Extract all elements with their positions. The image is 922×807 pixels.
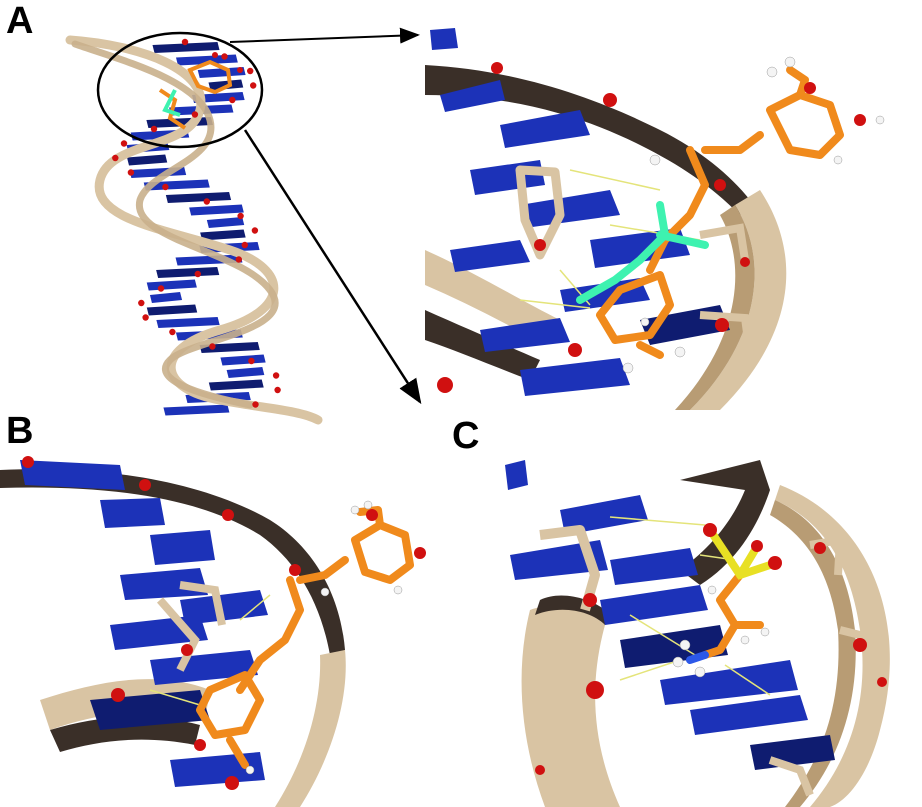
zoom-arrow-top bbox=[229, 27, 420, 44]
helix-oxygen-atom bbox=[235, 256, 242, 263]
helix-base-slab bbox=[208, 379, 264, 391]
helix-oxygen-atom bbox=[272, 372, 280, 379]
helix-base-slab bbox=[220, 354, 266, 366]
helix-base-slab bbox=[152, 42, 220, 53]
helix-base-slab bbox=[206, 217, 245, 228]
helix-oxygen-atom bbox=[209, 343, 216, 350]
helix-oxygen-atom bbox=[248, 357, 255, 365]
helix-oxygen-atom bbox=[127, 169, 135, 176]
helix-bound-ligand bbox=[158, 52, 243, 130]
helix-oxygen-atom bbox=[142, 314, 149, 321]
helix-oxygen-atom bbox=[274, 386, 281, 394]
helix-oxygen-atom bbox=[194, 270, 201, 278]
helix-oxygen-atom bbox=[138, 299, 145, 307]
helix-oxygen-atom bbox=[150, 125, 158, 133]
helix-oxygen-atom bbox=[169, 328, 176, 336]
panel-b-binding-view bbox=[0, 456, 426, 807]
helix-oxygen-atom bbox=[157, 285, 165, 292]
helix-oxygen-atom bbox=[229, 96, 236, 104]
helix-oxygen-atom bbox=[252, 401, 259, 408]
helix-oxygen-atom bbox=[181, 38, 189, 46]
helix-base-slab bbox=[197, 67, 246, 78]
helix-base-slab bbox=[163, 404, 230, 416]
helix-oxygen-atom bbox=[251, 227, 259, 234]
helix-base-slab bbox=[143, 179, 210, 191]
panel-c-binding-view bbox=[505, 460, 890, 807]
helix-oxygen-atom bbox=[203, 198, 210, 205]
helix-base-slab bbox=[156, 267, 220, 278]
helix-oxygen-atom bbox=[250, 82, 257, 89]
helix-oxygen-atom bbox=[191, 111, 199, 118]
dna-helix-overview bbox=[65, 27, 422, 425]
helix-base-slab bbox=[149, 292, 183, 303]
zoomed-binding-site bbox=[425, 20, 920, 410]
helix-oxygen-atom bbox=[112, 154, 119, 162]
helix-base-slab bbox=[156, 317, 220, 328]
helix-base-slab bbox=[226, 367, 265, 378]
panel-label-a: A bbox=[6, 0, 34, 42]
helix-oxygen-atoms bbox=[112, 38, 281, 408]
helix-oxygen-atom bbox=[221, 53, 228, 60]
zoom-arrow-bottom bbox=[243, 129, 422, 405]
helix-base-slab bbox=[200, 229, 246, 241]
helix-oxygen-atom bbox=[120, 140, 128, 147]
helix-strand-2 bbox=[71, 40, 279, 409]
panel-label-b: B bbox=[6, 410, 34, 452]
helix-base-slab bbox=[146, 279, 197, 291]
helix-oxygen-atom bbox=[162, 183, 169, 191]
helix-base-slab bbox=[146, 304, 198, 316]
panel-label-c: C bbox=[452, 415, 480, 457]
zoom-region-ellipse bbox=[96, 31, 264, 149]
helix-base-slab bbox=[127, 154, 168, 166]
helix-oxygen-atom bbox=[237, 212, 244, 220]
helix-base-slab bbox=[189, 204, 244, 216]
helix-oxygen-atom bbox=[247, 67, 254, 75]
helix-oxygen-atom bbox=[241, 241, 248, 249]
helix-base-slab bbox=[165, 192, 232, 203]
